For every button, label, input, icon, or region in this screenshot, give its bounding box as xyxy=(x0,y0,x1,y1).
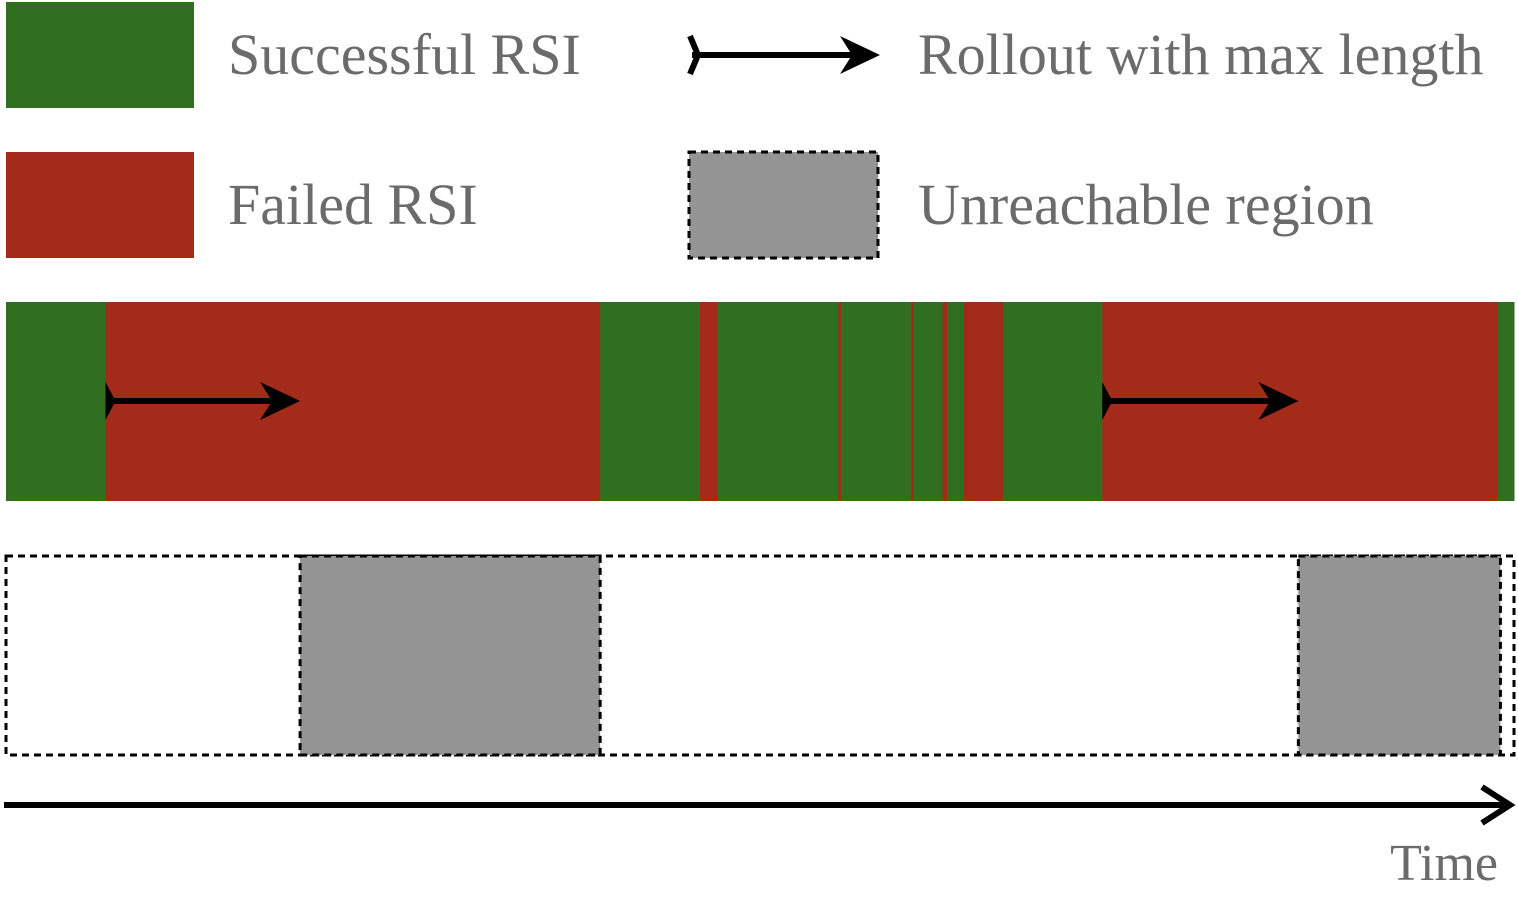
rollout-arrow-icon xyxy=(1102,382,1299,420)
timeline-segment-success xyxy=(600,302,701,501)
timeline-segment-success xyxy=(946,302,965,501)
time-axis-arrow-icon xyxy=(1480,784,1516,826)
legend-success-label: Successful RSI xyxy=(228,22,581,87)
rollout-arrow-icon xyxy=(105,382,301,420)
legend-success-swatch xyxy=(6,2,194,108)
legend-failed-label: Failed RSI xyxy=(228,172,478,237)
timeline-segment-failed xyxy=(963,302,1004,501)
timeline-segment-success xyxy=(1002,302,1103,501)
timeline-segment-failed xyxy=(942,302,948,501)
timeline-segment-failed xyxy=(838,302,842,501)
timeline-segment-success xyxy=(717,302,839,501)
timeline-segment-failed xyxy=(699,302,719,501)
legend-unreachable-swatch xyxy=(687,150,880,260)
timeline-segment-failed xyxy=(910,302,915,501)
legend-rollout-arrow-icon xyxy=(687,34,880,76)
legend-unreachable-label: Unreachable region xyxy=(918,172,1374,237)
timeline-segment-success xyxy=(1497,302,1515,501)
timeline-segment-success xyxy=(6,302,107,501)
timeline-segment-success xyxy=(841,302,912,501)
time-axis-label: Time xyxy=(1390,835,1498,892)
reachability-row xyxy=(4,554,1516,757)
unreachable-region xyxy=(298,554,602,757)
legend-failed-swatch xyxy=(6,152,194,258)
unreachable-region xyxy=(1296,554,1502,757)
legend: Successful RSI Failed RSI Rollout with m… xyxy=(6,2,1483,260)
rsi-timeline-bar xyxy=(6,302,1515,501)
time-axis: Time xyxy=(4,784,1516,892)
legend-rollout-label: Rollout with max length xyxy=(918,22,1483,87)
reachability-outline xyxy=(4,554,1516,757)
timeline-segment-success xyxy=(913,302,943,501)
